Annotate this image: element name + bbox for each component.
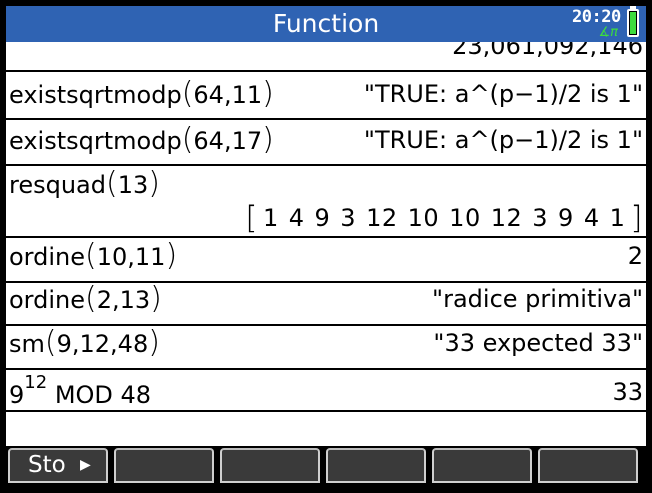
history-input[interactable]: sm(9,12,48) [9, 325, 160, 360]
open-paren: ( [106, 166, 118, 201]
history-input[interactable]: existsqrtmodp(64,17) [9, 122, 274, 157]
history-result[interactable]: "TRUE: a^(p−1)/2 is 1" [363, 126, 643, 154]
close-paren: ) [150, 281, 162, 316]
function-name: existsqrtmodp [9, 127, 182, 155]
function-args: 2,13 [96, 286, 151, 314]
triangle-right-icon: ▶ [80, 457, 91, 473]
title-bar: Function 20:20 ∡π [6, 6, 646, 42]
vector-element: 3 [532, 204, 549, 232]
history-entry[interactable]: ordine(10,11) 2 [6, 238, 646, 283]
close-paren: ) [165, 238, 178, 273]
close-paren: ) [262, 122, 274, 157]
history-entry[interactable]: ordine(2,13) "radice primitiva" [6, 281, 646, 326]
function-args: 64,11 [193, 81, 263, 109]
open-paren: ( [181, 122, 194, 157]
vector-element: 4 [583, 204, 600, 232]
softkey-4[interactable] [326, 448, 426, 483]
open-paren: ( [44, 325, 57, 360]
function-name: resquad [9, 171, 106, 199]
sto-softkey[interactable]: Sto ▶ [8, 448, 108, 483]
history-result[interactable]: "radice primitiva" [432, 285, 643, 313]
vector-element: 3 [340, 204, 357, 232]
close-paren: ) [148, 325, 160, 360]
angle-mode-indicator: ∡π [598, 25, 618, 40]
history-input[interactable]: ordine(10,11) [9, 238, 177, 273]
history-entry[interactable]: existsqrtmodp(64,11) "TRUE: a^(p−1)/2 is… [6, 72, 646, 120]
vector-element: 9 [558, 204, 574, 232]
history-result[interactable]: 23,061,092,146 [452, 42, 643, 60]
vector-element: 1 [262, 204, 279, 232]
softkey-6[interactable] [538, 448, 638, 483]
history-input[interactable]: resquad(13) [9, 166, 160, 201]
open-bracket: [ [245, 200, 258, 236]
close-paren: ) [262, 76, 274, 111]
history-result[interactable]: 2 [627, 242, 643, 270]
history-input[interactable]: 912 MOD 48 [9, 372, 152, 409]
history-input[interactable]: ordine(2,13) [9, 281, 162, 316]
open-paren: ( [85, 281, 97, 316]
history-result[interactable]: "33 expected 33" [433, 329, 643, 357]
power-exponent: 12 [24, 372, 48, 393]
vector-element: 10 [449, 204, 481, 232]
function-name: sm [9, 330, 45, 358]
battery-cap [630, 6, 636, 9]
function-args: 10,11 [96, 243, 166, 271]
battery-level [630, 12, 636, 34]
vector-element: 12 [490, 204, 523, 232]
function-name: ordine [9, 286, 86, 314]
open-paren: ( [85, 238, 97, 273]
app-title: Function [272, 9, 380, 38]
power-base: 9 [9, 381, 25, 409]
history-result[interactable]: "TRUE: a^(p−1)/2 is 1" [363, 80, 643, 108]
vector-element: 4 [288, 204, 305, 232]
vector-element: 9 [314, 204, 331, 232]
function-args: 64,17 [193, 127, 263, 155]
softkey-2[interactable] [114, 448, 214, 483]
history-entry[interactable]: existsqrtmodp(64,17) "TRUE: a^(p−1)/2 is… [6, 120, 646, 166]
function-name: existsqrtmodp [9, 81, 182, 109]
soft-menu: Sto ▶ [6, 446, 646, 486]
history-result[interactable]: 33 [612, 378, 643, 406]
close-bracket: ] [630, 200, 643, 236]
softkey-label: Sto [28, 452, 66, 478]
function-args: 9,12,48 [56, 330, 149, 358]
vector-element: 10 [407, 204, 440, 232]
close-paren: ) [148, 166, 160, 201]
function-args: 13 [117, 171, 149, 199]
history-input[interactable]: existsqrtmodp(64,11) [9, 76, 274, 111]
vector-element: 12 [366, 204, 398, 232]
history-entry[interactable]: 912 MOD 48 33 [6, 370, 646, 410]
open-paren: ( [181, 76, 194, 111]
clock: 20:20 [572, 7, 621, 27]
entry-line[interactable] [6, 410, 646, 446]
history-entry[interactable]: sm(9,12,48) "33 expected 33" [6, 325, 646, 370]
softkey-5[interactable] [432, 448, 532, 483]
history-area[interactable]: 23,061,092,146 existsqrtmodp(64,11) "TRU… [6, 42, 646, 410]
vector-element: 1 [609, 204, 626, 232]
softkey-3[interactable] [220, 448, 320, 483]
history-entry[interactable]: 23,061,092,146 [6, 42, 646, 72]
mod-expression: MOD 48 [54, 381, 152, 409]
function-name: ordine [9, 243, 86, 271]
